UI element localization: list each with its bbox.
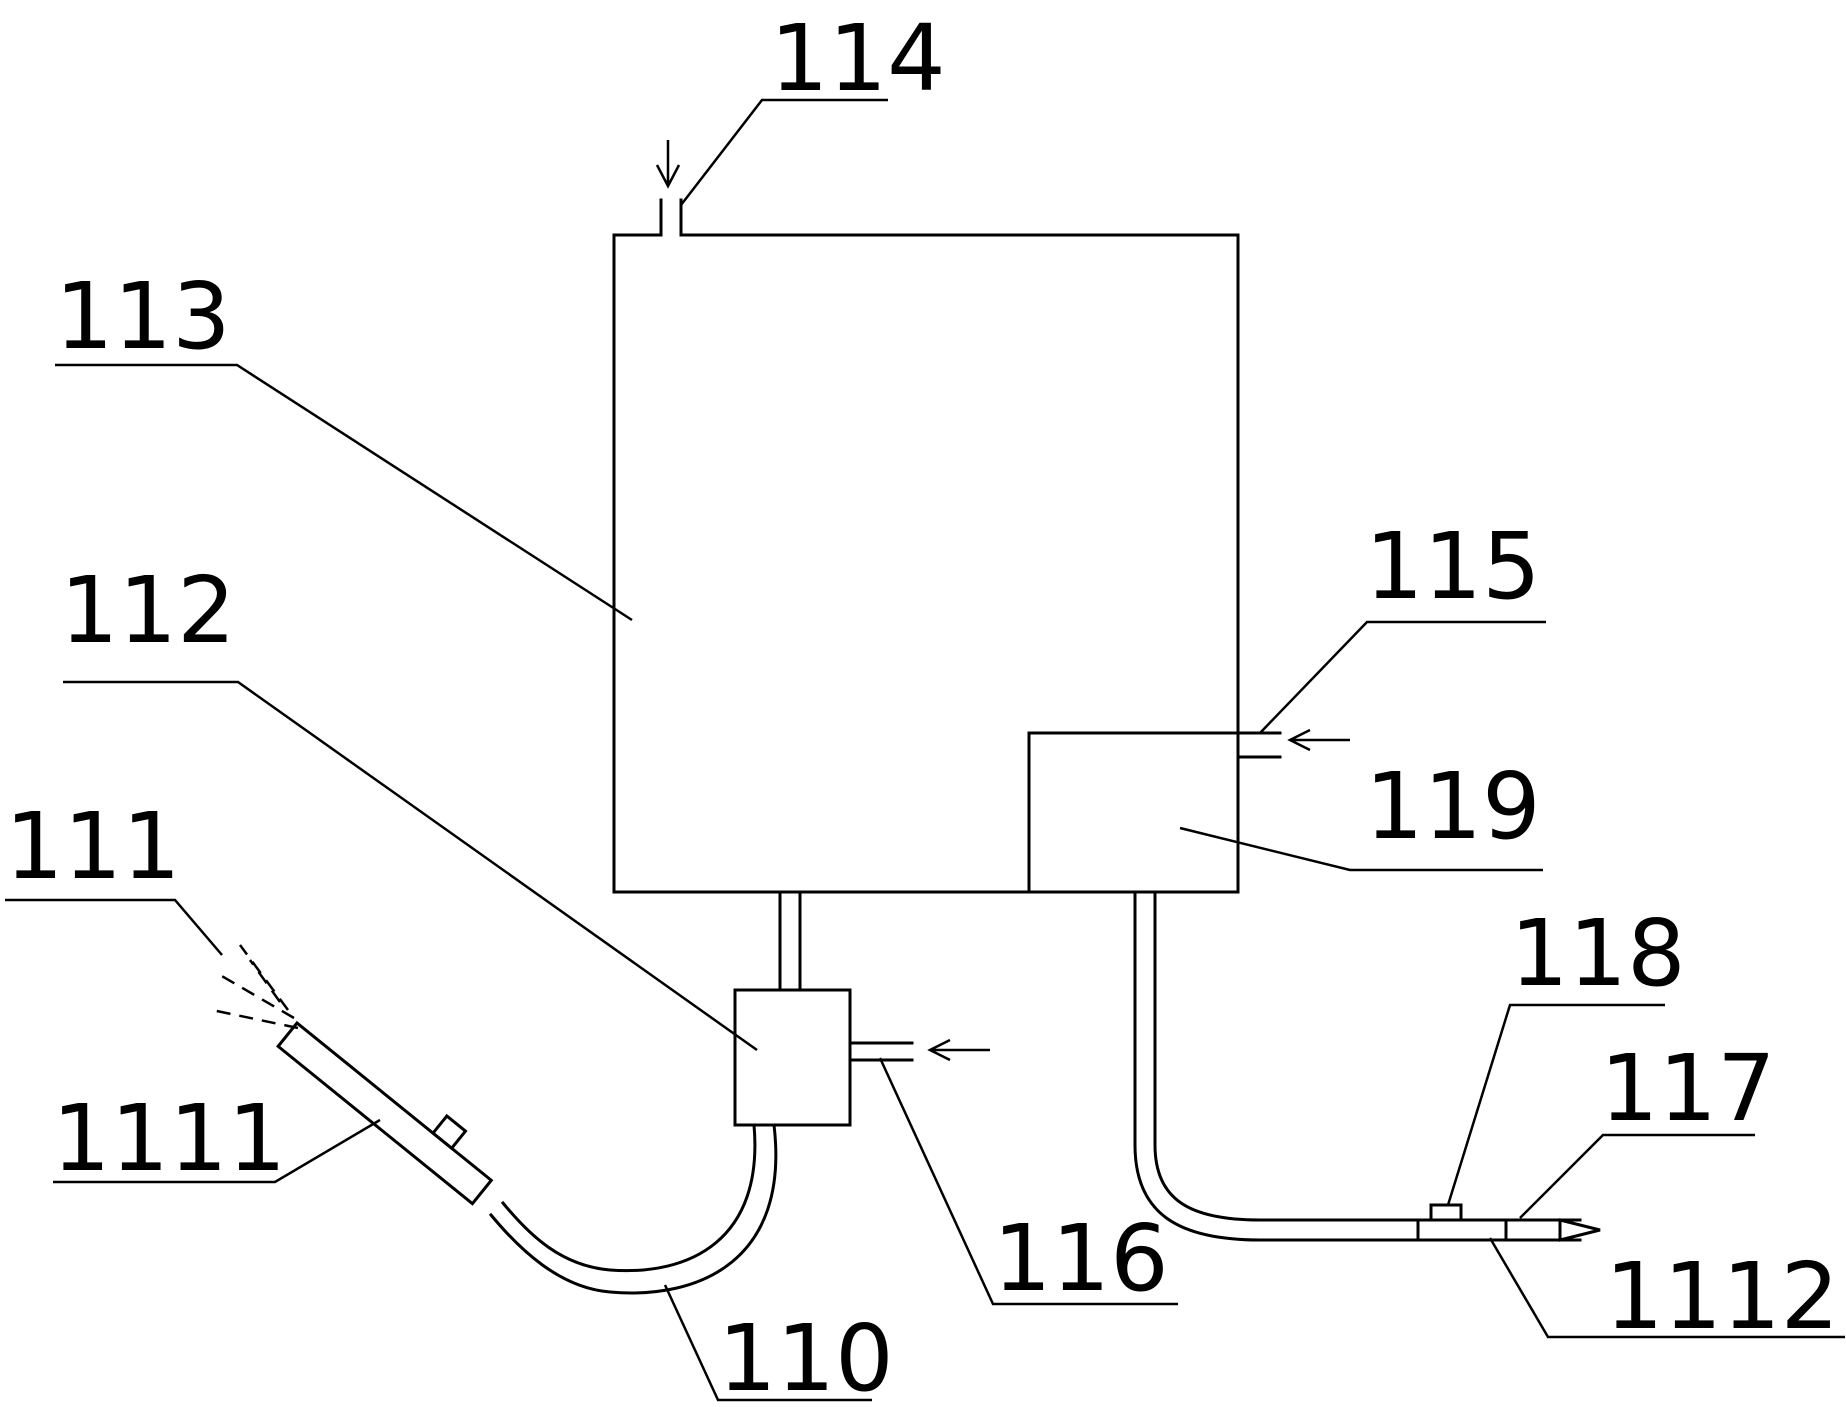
port-115 [1236,731,1282,759]
leader-117 [1519,1133,1755,1219]
arrow-115 [1287,728,1350,752]
label-1111: 1111 [52,1085,286,1192]
leader-111 [5,898,223,956]
valve-118 [1429,1203,1463,1222]
label-1112: 1112 [1605,1243,1839,1350]
spray-lines-111 [211,944,299,1030]
pipe-to-nozzle-outer [1133,890,1582,1242]
nozzle-body-1112 [1416,1218,1508,1242]
inlet-arrow-114 [655,140,681,189]
label-114: 114 [770,5,946,112]
chamber-119 [1027,731,1240,894]
pipe-to-nozzle-inner [1153,890,1582,1222]
label-111: 111 [5,793,181,900]
label-113: 113 [55,263,231,370]
label-117: 117 [1600,1035,1776,1142]
side-inlet-116 [848,1041,914,1062]
leader-112 [63,680,758,1052]
main-tank [612,233,1240,894]
inlet-pipe-114 [659,198,683,237]
nozzle-tip-117 [1558,1218,1601,1242]
connector-pipe [778,890,802,992]
spray-gun-1111 [276,1020,494,1206]
label-118: 118 [1510,900,1686,1007]
label-115: 115 [1365,513,1541,620]
hose-110-inner [500,1123,757,1273]
leader-113 [55,363,633,622]
leader-114 [680,98,888,206]
label-112: 112 [60,557,236,664]
leader-119 [1179,826,1543,872]
arrow-116 [927,1038,990,1062]
leader-116 [878,1057,1178,1306]
leader-1111 [53,1118,381,1184]
leader-1112 [1488,1237,1845,1339]
mixing-box [733,988,852,1127]
hose-110-outer [488,1123,778,1295]
leader-118 [1446,1003,1665,1206]
label-116: 116 [993,1205,1169,1312]
leader-115 [1259,620,1546,734]
label-110: 110 [718,1305,894,1407]
label-119: 119 [1365,753,1541,860]
leader-110 [663,1284,872,1402]
